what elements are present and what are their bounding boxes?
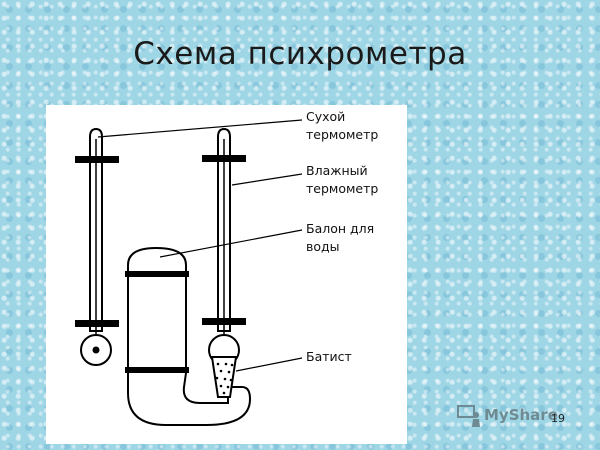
label-wet-line2: термометр: [306, 181, 378, 196]
leader-wick: [235, 357, 303, 372]
watermark-text: MyShare: [484, 406, 558, 424]
label-dry-line2: термометр: [306, 127, 378, 142]
dry-thermometer: [75, 127, 119, 366]
label-dry-line1: Сухой: [306, 109, 345, 124]
slide-number: 19: [551, 412, 565, 425]
psychrometer-diagram: Сухой термометр Влажный термометр Балон …: [46, 105, 407, 444]
dry-clamp-bottom: [75, 320, 119, 327]
wick: [210, 356, 238, 398]
teacher-icon: [457, 405, 480, 427]
leader-dry: [97, 119, 303, 138]
wet-thermometer: [202, 127, 246, 366]
label-reservoir-line1: Балон для: [306, 221, 374, 236]
wet-clamp-top: [202, 155, 246, 162]
myshare-watermark: MyShare: [456, 403, 576, 431]
reservoir-clamp-bottom: [125, 367, 189, 373]
leader-reservoir: [159, 229, 303, 258]
label-reservoir-line2: воды: [306, 239, 340, 254]
label-wick: Батист: [306, 349, 352, 364]
label-wet-line1: Влажный: [306, 163, 368, 178]
slide-title: Схема психрометра: [133, 36, 467, 72]
reservoir-clamp-top: [125, 271, 189, 277]
wet-clamp-bottom: [202, 318, 246, 325]
dry-clamp-top: [75, 156, 119, 163]
leader-wet: [231, 173, 303, 186]
diagram-canvas: Сухой термометр Влажный термометр Балон …: [75, 109, 378, 426]
